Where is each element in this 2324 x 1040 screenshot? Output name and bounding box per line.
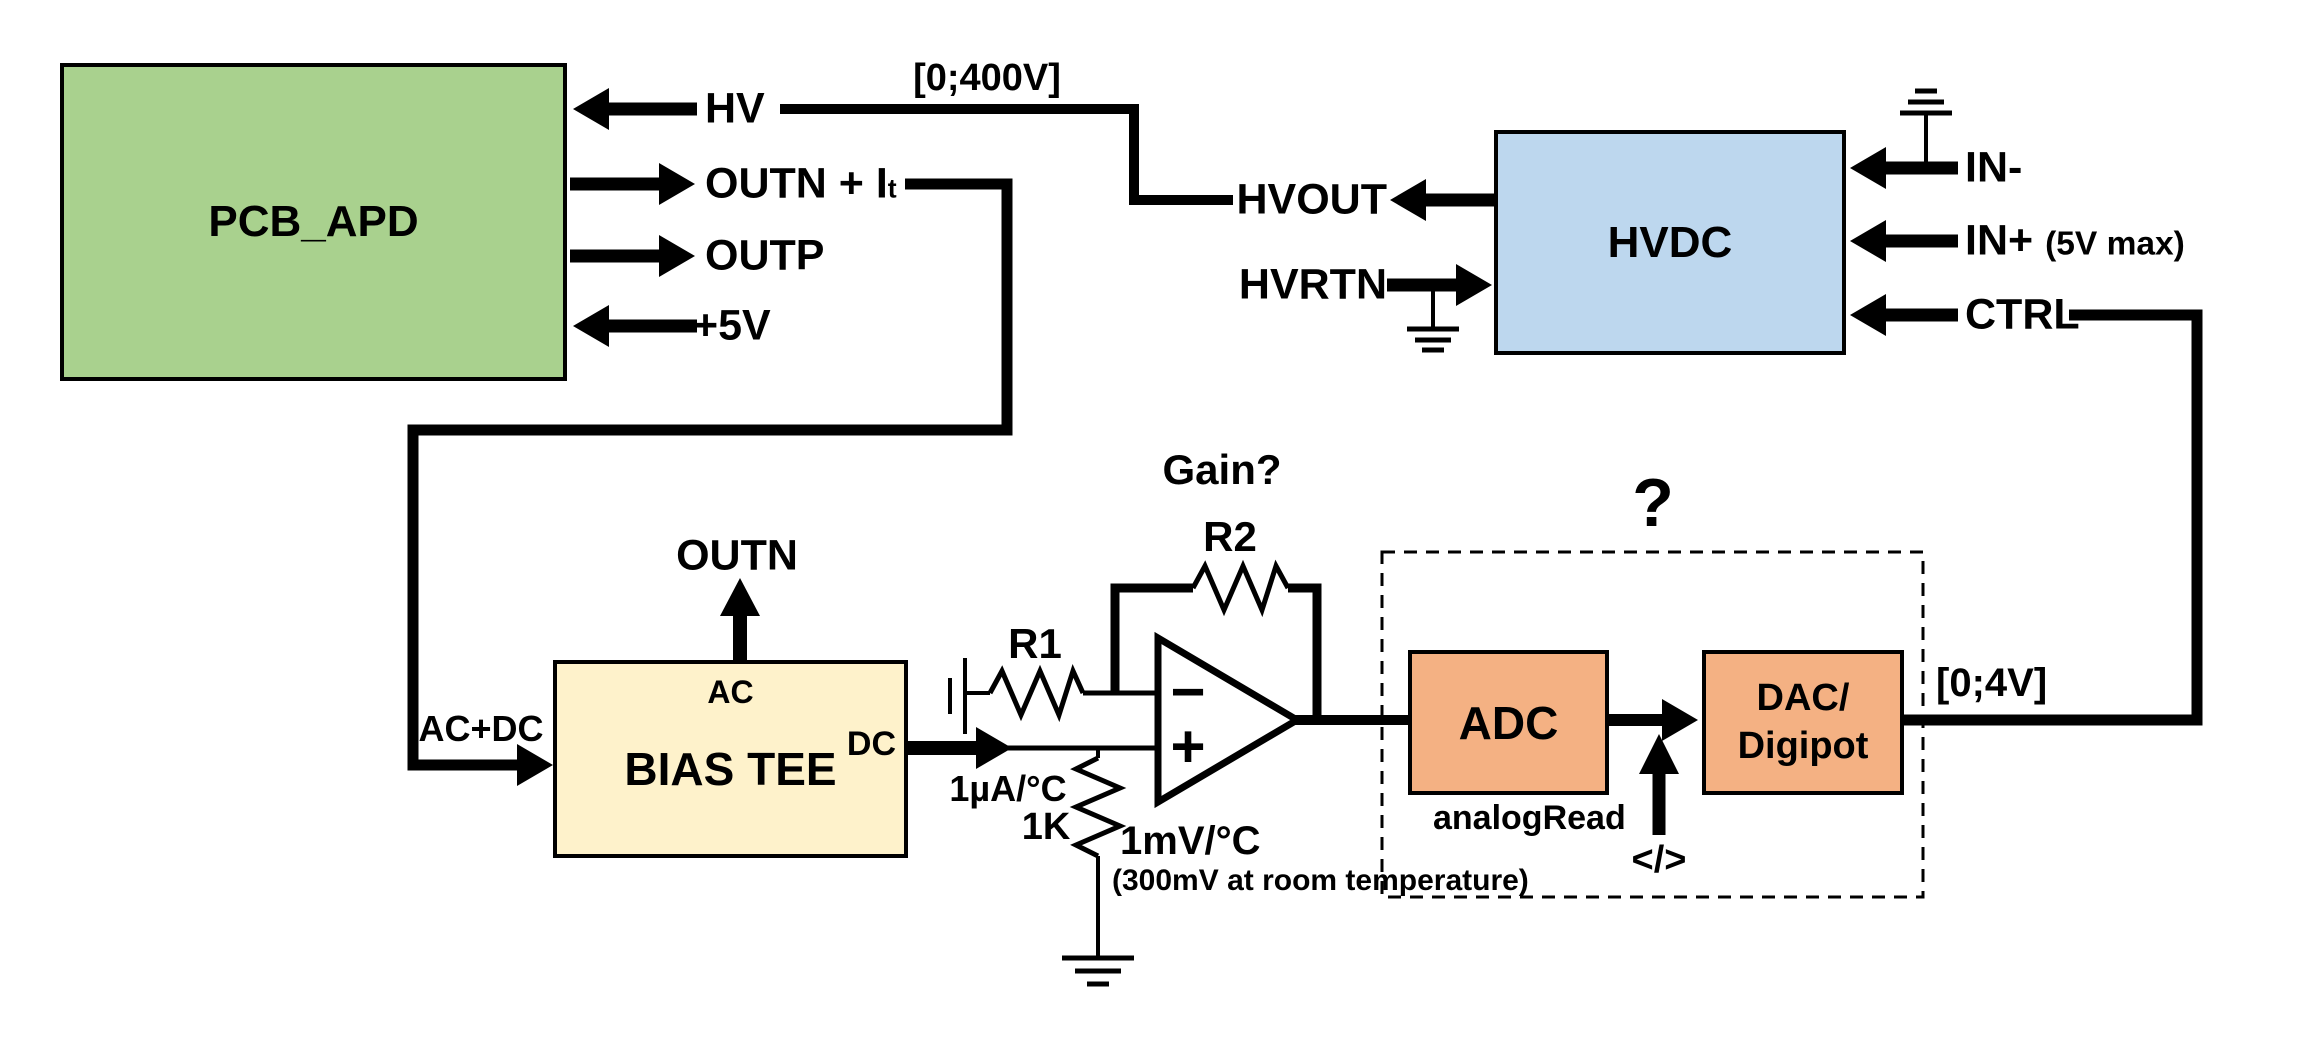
bias-tee-title: BIAS TEE xyxy=(624,743,837,795)
in-minus-arrowhead-icon xyxy=(1850,147,1886,189)
in-minus-ground-icon xyxy=(1900,88,1952,116)
r1k-label: 1K xyxy=(1021,806,1071,848)
gain-question-label: Gain? xyxy=(1162,446,1282,493)
hvdc-title: HVDC xyxy=(1607,217,1733,267)
r2-wire-right xyxy=(1288,583,1322,720)
r2-resistor-icon xyxy=(1190,559,1291,618)
pcb-apd-block: PCB_APD xyxy=(60,63,567,381)
opamp-minus-input-label: − xyxy=(1170,658,1206,725)
in-minus-port-label: IN- xyxy=(1965,143,2023,192)
outn-up-arrowhead-icon xyxy=(720,578,760,616)
r2-wire-left xyxy=(1110,583,1193,693)
ctrl-arrowhead-icon xyxy=(1850,294,1886,336)
outn-it-main-text: OUTN + I xyxy=(705,159,888,208)
dac-title-line2: Digipot xyxy=(1737,724,1869,767)
hvrtn-port-label: HVRTN xyxy=(1238,260,1387,309)
outn-port-label: OUTN xyxy=(676,531,798,580)
hv-arrowhead-icon xyxy=(573,88,609,130)
hvrtn-arrowhead-icon xyxy=(1456,264,1492,306)
wire-ctrl-to-dac xyxy=(1904,309,2203,726)
ctrl-port-label: CTRL xyxy=(1965,290,2080,339)
adc-dac-arrowhead-icon xyxy=(1662,699,1698,741)
bias-tee-dc-port-label: DC xyxy=(846,725,896,763)
adc-block: ADC xyxy=(1408,650,1609,795)
hvdc-block: HVDC xyxy=(1494,130,1846,355)
r1k-ground-icon xyxy=(1062,955,1134,987)
adc-title: ADC xyxy=(1458,696,1559,749)
opamp-plus-input-label: + xyxy=(1170,713,1206,780)
voltage-tempco-label: 1mV/°C xyxy=(1120,819,1261,863)
r1-ground-icon xyxy=(948,658,967,734)
mcu-group-question-label: ? xyxy=(1632,465,1674,541)
dac-title-line1: DAC/ xyxy=(1756,677,1850,719)
hv-port-label: HV xyxy=(705,84,765,133)
current-tempco-label: 1µA/°C xyxy=(949,768,1067,809)
r1-resistor-icon xyxy=(987,664,1086,723)
r1-label: R1 xyxy=(1008,620,1062,667)
outp-arrowhead-icon xyxy=(659,235,695,277)
hvout-port-label: HVOUT xyxy=(1236,175,1388,224)
in-plus-port-label: IN+ (5V max) xyxy=(1965,216,2185,265)
analogread-caption-label: analogRead xyxy=(1433,799,1626,837)
plus5v-arrowhead-icon xyxy=(573,305,609,347)
hvrtn-ground-icon xyxy=(1407,326,1459,353)
wire-hv-to-hvout xyxy=(780,104,1233,205)
outn-it-arrowhead-icon xyxy=(659,163,695,205)
outn-it-sub-text: t xyxy=(887,173,897,204)
wire-outn-it-to-bias-tee xyxy=(407,178,1013,771)
outp-port-label: OUTP xyxy=(705,231,825,280)
outn-it-port-label: OUTN + It xyxy=(705,159,897,208)
in-plus-arrowhead-icon xyxy=(1850,220,1886,262)
dc-out-arrowhead-icon xyxy=(976,727,1012,769)
ctrl-range-label: [0;4V] xyxy=(1936,661,2048,705)
dac-digipot-block: DAC/ Digipot xyxy=(1702,650,1904,795)
code-symbol-label: </> xyxy=(1631,839,1687,881)
bias-tee-block: AC BIAS TEE DC xyxy=(553,660,908,858)
ac-dc-signal-label: AC+DC xyxy=(418,708,544,749)
bias-tee-ac-port-label: AC xyxy=(707,674,754,710)
pcb-apd-title: PCB_APD xyxy=(208,197,419,246)
in-plus-text: IN+ xyxy=(1965,216,2034,265)
in-plus-note-text: (5V max) xyxy=(2045,225,2185,263)
opamp-icon xyxy=(1154,631,1304,809)
hvout-arrowhead-icon xyxy=(1390,179,1426,221)
hv-range-label: [0;400V] xyxy=(913,57,1061,99)
ac-dc-arrowhead-icon xyxy=(517,744,553,786)
room-temp-note-label: (300mV at room temperature) xyxy=(1112,864,1529,897)
r1k-resistor-icon xyxy=(1069,755,1127,859)
code-up-arrowhead-icon xyxy=(1639,734,1679,774)
r2-label: R2 xyxy=(1203,513,1257,560)
plus5v-port-label: +5V xyxy=(693,301,771,350)
